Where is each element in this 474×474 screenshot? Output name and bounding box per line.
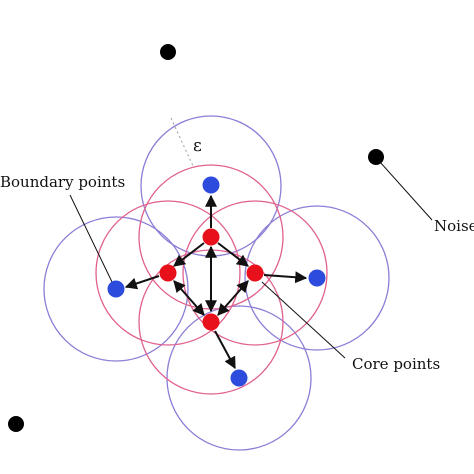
- arrow-core-right-to-boundary-right: [263, 271, 308, 284]
- noise-label: Noise: [434, 217, 474, 235]
- boundary-point-left: [107, 280, 125, 298]
- arrow-core-top-to-core-right: [217, 242, 249, 267]
- boundary-point-bottom: [230, 369, 248, 387]
- boundary-point-right: [308, 269, 326, 287]
- core-points: [159, 228, 264, 331]
- boundary-point-top: [202, 176, 220, 194]
- core-circle-right: [182, 200, 328, 346]
- core-point-bottom: [202, 313, 220, 331]
- boundary-circle-right: [244, 205, 390, 351]
- core-circle-left: [95, 200, 241, 346]
- arrow-core-bottom-to-boundary-bottom: [214, 330, 236, 370]
- noise-point: [368, 149, 384, 165]
- boundary-points-label: Boundary points: [0, 173, 125, 191]
- epsilon-label: ε: [193, 136, 202, 156]
- noise-point: [8, 416, 24, 432]
- density-arrows: [124, 194, 308, 370]
- epsilon-radius-line: [170, 117, 194, 167]
- arrow-core-top-to-core-left: [173, 242, 205, 267]
- noise-callout-line: [379, 161, 433, 221]
- core-point-top: [202, 228, 220, 246]
- core-callout-line: [261, 281, 346, 359]
- boundary-callout-line: [69, 194, 114, 285]
- arrow-core-left-to-core-bottom: [173, 280, 205, 316]
- noise-points: [8, 44, 384, 432]
- boundary-circles: [43, 115, 390, 451]
- core-point-right: [246, 264, 264, 282]
- arrow-core-left-to-boundary-left: [124, 275, 160, 290]
- noise-point: [160, 44, 176, 60]
- arrow-core-right-to-core-bottom: [217, 280, 249, 316]
- boundary-points: [107, 176, 326, 387]
- core-points-label: Core points: [352, 355, 440, 373]
- callout-lines: [69, 161, 433, 359]
- core-point-left: [159, 264, 177, 282]
